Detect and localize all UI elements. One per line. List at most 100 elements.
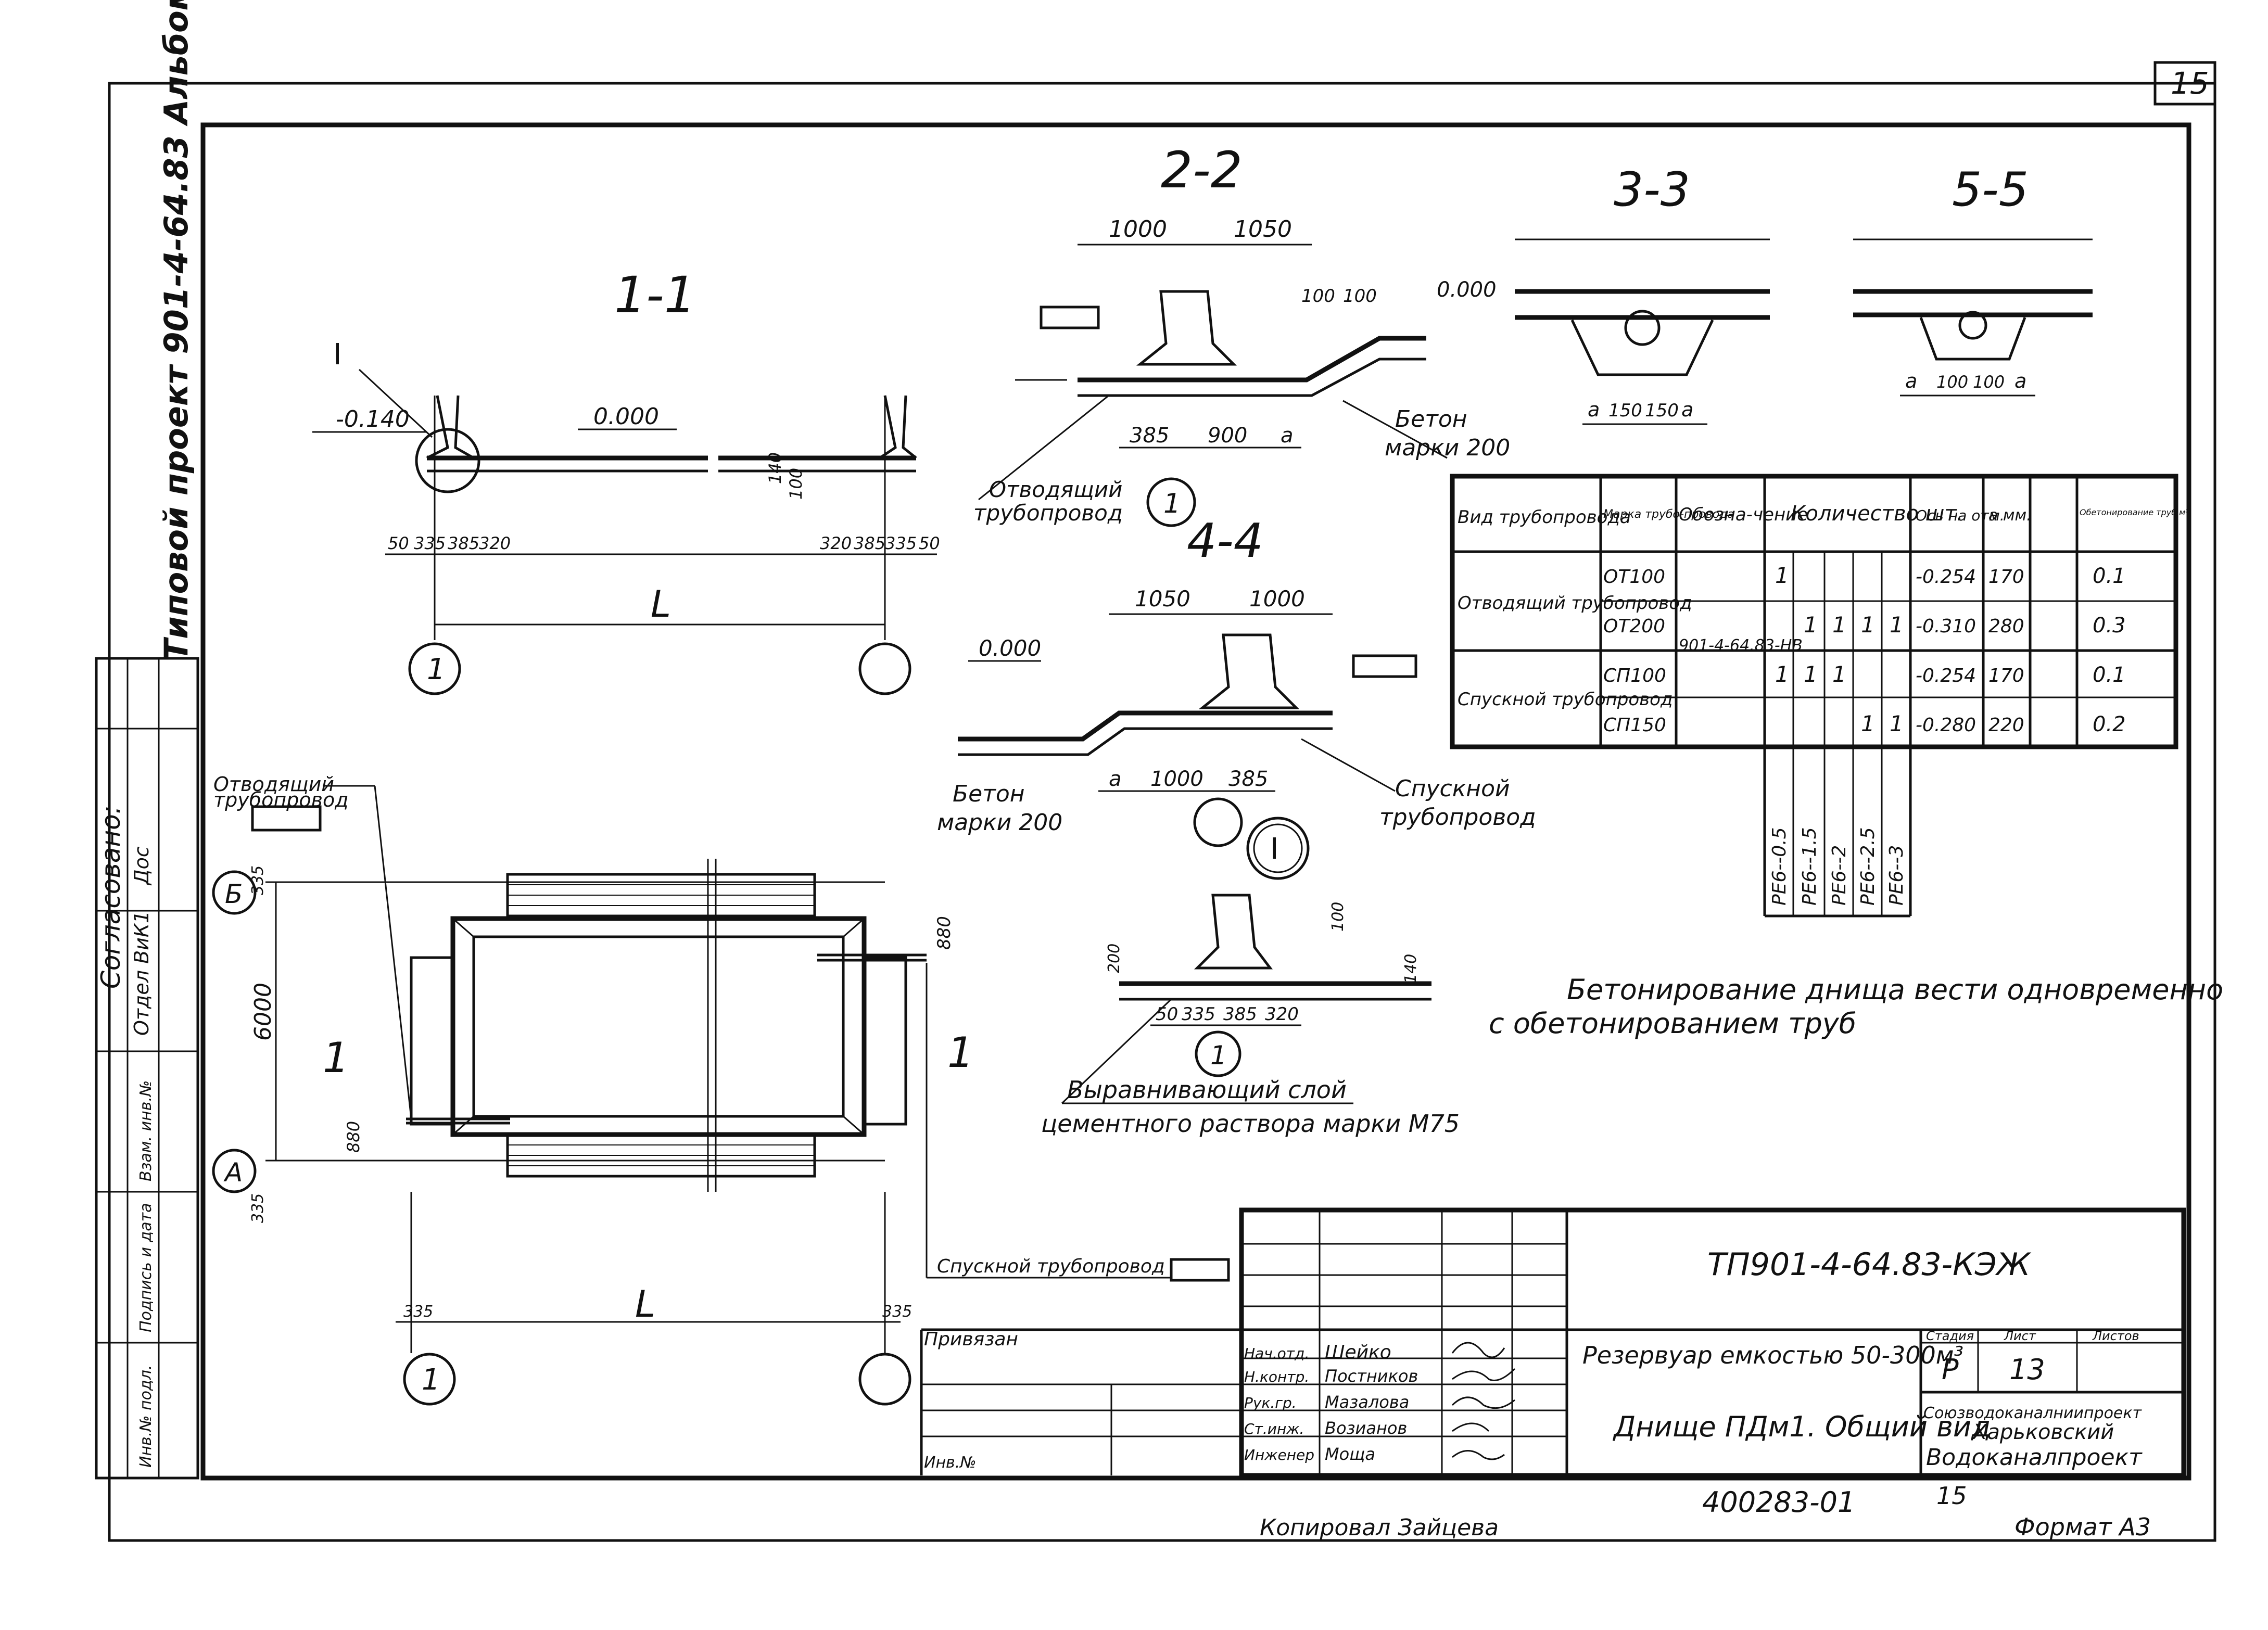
elev-minus-014: -0.140 — [336, 406, 410, 432]
stage-label: Стадия — [1926, 1329, 1974, 1343]
table-row: СП150 1 1 -0.280 220 0.2 — [1603, 711, 2126, 736]
hdr-a: a мм. — [1988, 506, 2032, 525]
name-3: Мазалова — [1325, 1392, 1409, 1412]
svg-text:0.3: 0.3 — [2093, 614, 2126, 638]
approval-row-4: Подпись и дата — [137, 1203, 155, 1333]
dim-335-plan-right: 335 — [882, 1303, 912, 1321]
svg-text:ОТ100: ОТ100 — [1603, 566, 1665, 588]
inv-label: Инв.№ — [924, 1454, 976, 1472]
role-2: Н.контр. — [1244, 1368, 1309, 1385]
dim-320-node: 320 — [1265, 1004, 1299, 1025]
section-3-3-title: 3-3 — [1614, 162, 1690, 217]
dim-1050-22: 1050 — [1234, 216, 1292, 243]
svg-text:1: 1 — [1890, 711, 1904, 736]
axis-bubble-plan-right — [858, 1353, 911, 1406]
signature-1 — [1451, 1342, 1505, 1358]
dim-a-44: a — [1109, 767, 1122, 791]
dim-50-right: 50 — [919, 533, 940, 553]
dim-335-right: 335 — [885, 533, 917, 553]
dim-6000: 6000 — [250, 983, 276, 1041]
hdr-vid: Вид трубопровода — [1458, 507, 1631, 528]
levelling-layer-2: цементного раствора марки М75 — [1041, 1110, 1460, 1138]
section-mark-1-left: 1 — [323, 1034, 349, 1082]
dim-a-55b: a — [2014, 370, 2026, 392]
dim-100: 100 — [786, 468, 806, 500]
column-label: РЕ6--0.5 — [1769, 827, 1790, 906]
title-code: ТП901-4-64.83-КЭЖ — [1707, 1246, 2032, 1283]
hdr-vol: Обетонирование труб м³ — [2080, 507, 2189, 517]
dim-150-33a: 150 — [1608, 400, 1642, 421]
dim-L-plan: L — [635, 1283, 655, 1326]
section-4-4: 4-4 1050 1000 0.000 1000 385 a Бетон мар… — [937, 514, 1536, 880]
dim-a-55a: a — [1905, 370, 1917, 392]
signature-2 — [1452, 1368, 1516, 1381]
section-5-5-title: 5-5 — [1952, 162, 2029, 217]
dim-335-A: 335 — [249, 1193, 267, 1223]
dim-100-55a: 100 — [1936, 372, 1968, 392]
archive-number: 400283-01 — [1702, 1486, 1855, 1519]
dim-320-left: 320 — [479, 533, 511, 553]
page-number-box — [2153, 61, 2216, 106]
dim-50-left: 50 — [388, 533, 409, 553]
dim-a-22: a — [1281, 424, 1294, 448]
page-number: 15 — [2171, 66, 2209, 101]
axis-bubble-top-right — [858, 642, 911, 695]
svg-text:1: 1 — [1890, 612, 1904, 638]
svg-text:-0.280: -0.280 — [1916, 715, 1976, 736]
dim-a-33a: a — [1588, 398, 1600, 421]
table-row: ОТ200 1 1 1 1 -0.310 280 0.3 — [1603, 612, 2126, 638]
note-line-2: с обетонированием труб — [1489, 1007, 1856, 1040]
axis-1-bubble-top-left — [408, 642, 461, 695]
section-1-1: 1-1 I -0.140 0.000 140 100 50 335 385 32… — [312, 266, 940, 695]
svg-text:-0.254: -0.254 — [1916, 665, 1976, 686]
node-I-circle — [415, 428, 480, 493]
signature-5 — [1452, 1450, 1505, 1460]
dim-150-33b: 150 — [1645, 400, 1679, 421]
svg-text:СП150: СП150 — [1603, 715, 1666, 736]
dim-140-node: 140 — [1402, 954, 1420, 984]
svg-text:-0.254: -0.254 — [1916, 566, 1976, 588]
designation: 901-4-64.83-НВ — [1679, 636, 1803, 655]
axis-1-bubble-node — [1195, 1030, 1241, 1077]
archive-sheet: 15 — [1936, 1482, 1967, 1510]
hdr-os: Ось на отм. — [1916, 507, 2005, 524]
dim-1050-44: 1050 — [1135, 586, 1190, 612]
section-2-2: 2-2 1000 1050 100 100 385 900 a Бетон ма… — [973, 141, 1510, 527]
dim-385-left: 385 — [448, 533, 479, 553]
hdr-oboz: Обозна-чение — [1679, 504, 1808, 525]
svg-text:1: 1 — [1861, 612, 1875, 638]
svg-text:170: 170 — [1988, 665, 2024, 686]
axis-A-bubble — [212, 1149, 257, 1193]
dim-100-22a: 100 — [1301, 286, 1335, 307]
marki200-label-22: марки 200 — [1385, 435, 1510, 461]
elev-zero-44: 0.000 — [979, 635, 1041, 661]
table-row: ОТ100 1 -0.254 170 0.1 — [1603, 563, 2126, 588]
svg-text:СП100: СП100 — [1603, 665, 1666, 686]
inner-frame — [200, 122, 2191, 1481]
axis-B-bubble — [212, 870, 257, 915]
beton-label-44: Бетон — [953, 781, 1025, 807]
otvod-label-22a: Отводящий — [989, 477, 1122, 502]
spusk-label-44b: трубопровод — [1379, 804, 1536, 831]
otvod-label-22b: трубопровод — [973, 500, 1123, 526]
dim-335-left: 335 — [414, 533, 446, 553]
approval-row-3: Инв.№ подл. — [137, 1365, 155, 1468]
column-label: РЕ6--1.5 — [1799, 827, 1820, 906]
dim-1000-22: 1000 — [1109, 216, 1167, 243]
svg-text:1: 1 — [1861, 711, 1875, 736]
name-5: Моща — [1325, 1444, 1375, 1464]
section-4-4-title: 4-4 — [1187, 514, 1263, 568]
outer-frame — [108, 82, 2216, 1542]
svg-text:280: 280 — [1988, 616, 2024, 637]
dim-335-plan-left: 335 — [403, 1303, 433, 1321]
plan-spusk-label: Спускной трубопровод — [937, 1256, 1165, 1277]
dim-385-22: 385 — [1130, 424, 1169, 448]
group-otvod: Отводящий трубопровод — [1458, 593, 1692, 614]
title-project: Резервуар емкостью 50-300м³ — [1582, 1341, 1963, 1369]
node-I-circle-44 — [1246, 817, 1310, 880]
axis-1-label-node: 1 — [1210, 1040, 1227, 1071]
svg-text:1: 1 — [1832, 661, 1846, 687]
plan-otvod-b: трубопровод — [213, 788, 349, 811]
axis-1-bubble-22 — [1146, 477, 1196, 527]
